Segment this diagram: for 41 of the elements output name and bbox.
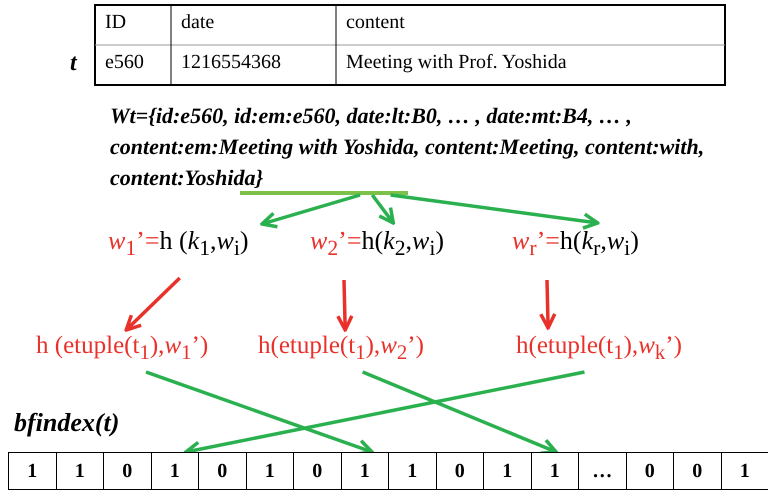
arrow [336, 280, 354, 332]
hash-formula: h (etuple(t$_{1}$),w$_{1}$’) [36, 332, 256, 372]
keyword-set-text: Wt={id:e560, id:em:e560, date:lt:B0, … , date:mt:B4, … , content:em:Meeting with Yoshida, content:Meeting, content:with, content:Yoshida} [110, 100, 720, 193]
hash-formula: h(etuple(t$_{1}$),w$_{2}$’) [258, 332, 476, 372]
table-header-cell-text: date [180, 10, 216, 35]
hash-function-label: h(k$_{r}$,w$_{i}$) [560, 226, 639, 255]
bit-cell: 0 [436, 452, 484, 490]
bit-cell: 1 [530, 452, 579, 490]
bit-cell: 1 [340, 452, 389, 490]
hash-function-label: h(k$_{2}$,w$_{i}$) [362, 226, 444, 255]
table-header-cell-text: content [345, 10, 406, 35]
hash-result-label: w$_{r}$’= [512, 226, 560, 255]
table-cell-text: 1216554368 [180, 50, 282, 75]
hash-result-label: w$_{2}$’= [310, 226, 362, 255]
bit-cell: … [578, 452, 626, 490]
row-label: t [69, 49, 78, 78]
bit-cell: 1 [483, 452, 532, 490]
bit-cell: 1 [388, 452, 436, 490]
hash-formula: h(etuple(t$_{1}$),w$_{k}$’) [516, 332, 730, 372]
arrow [390, 193, 600, 230]
table-header-cell-text: ID [104, 10, 128, 35]
arrow [370, 194, 396, 225]
arrow [260, 193, 361, 228]
bit-cell: 0 [673, 452, 722, 490]
bit-cell: 1 [56, 452, 104, 490]
bit-cell: 0 [293, 452, 342, 490]
bit-cell: 0 [103, 452, 152, 490]
array-title: bfindex(t) [13, 407, 120, 439]
bit-cell: 0 [626, 452, 674, 490]
bit-cell: 1 [720, 452, 768, 490]
hash-function-label: h (k$_{1}$,w$_{i}$) [160, 226, 249, 255]
bit-cell: 1 [150, 452, 199, 490]
table-cell-text: e560 [104, 50, 145, 75]
bit-cell: 1 [8, 452, 56, 490]
bit-cell: 0 [198, 452, 246, 490]
arrow [539, 280, 557, 330]
table-cell-text: Meeting with Prof. Yoshida [345, 50, 568, 75]
bit-cell: 1 [246, 452, 294, 490]
hash-result-label: w$_{1}$’= [108, 226, 160, 255]
arrow [362, 370, 558, 455]
arrow [124, 276, 181, 332]
